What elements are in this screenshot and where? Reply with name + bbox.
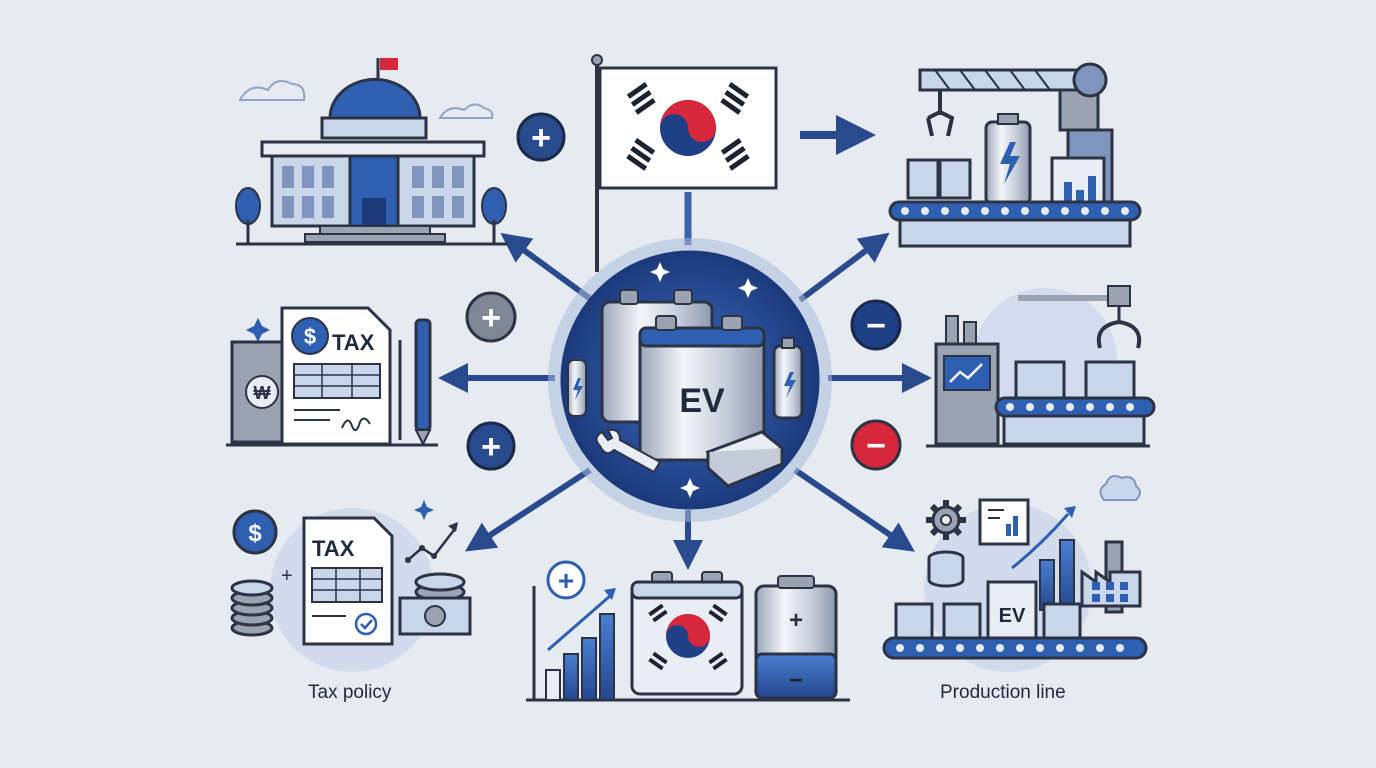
minus-badge-navy: − [850, 299, 902, 351]
tax-policy-caption: Tax policy [308, 682, 392, 703]
plus-badge-middle: + [465, 291, 517, 343]
ev-battery-hub: EV [548, 238, 832, 522]
plus-badge-top: + [516, 112, 566, 162]
tax-form-title: TAX [332, 330, 375, 355]
battery-minus-terminal: − [789, 667, 803, 694]
tax-policy-title: TAX [312, 536, 355, 561]
factory-line-illustration [926, 285, 1156, 448]
connector-arrows [438, 192, 932, 570]
arrow-to-production [793, 467, 915, 552]
plus-sign-1: + [531, 119, 551, 157]
plus-sign-4: + [558, 565, 574, 596]
minus-sign-2: − [866, 427, 886, 465]
minus-badge-red: − [850, 419, 902, 471]
factory-robot-illustration [888, 62, 1142, 248]
svg-text:+: + [281, 565, 293, 587]
won-symbol: ₩ [254, 383, 271, 403]
gear-icon [926, 500, 966, 540]
minus-sign-1: − [866, 307, 886, 345]
production-line-caption: Production line [940, 682, 1066, 703]
arrow-to-government [500, 232, 594, 303]
battery-plus-terminal: + [789, 607, 803, 634]
plus-sign-3: + [481, 428, 501, 466]
battery-growth-illustration: + + − [526, 560, 850, 702]
ev-battery-label: EV [679, 382, 725, 420]
plus-badge-lower: + [466, 421, 516, 471]
government-building-illustration [235, 58, 508, 246]
tax-policy-dollar-icon: $ [248, 520, 262, 547]
plus-sign-2: + [481, 299, 501, 337]
sign-badges: + + + − − [465, 112, 902, 471]
korean-flag-illustration [591, 54, 778, 272]
tax-form-illustration: ₩ $ TAX [226, 306, 438, 447]
tax-policy-illustration: $ + TAX [230, 500, 472, 672]
arrow-to-tax-policy [464, 467, 592, 552]
production-box-label: EV [999, 605, 1026, 627]
tax-form-dollar-icon: $ [304, 324, 316, 349]
arrow-to-factory-top [798, 232, 890, 303]
production-line-illustration: EV [882, 475, 1148, 672]
